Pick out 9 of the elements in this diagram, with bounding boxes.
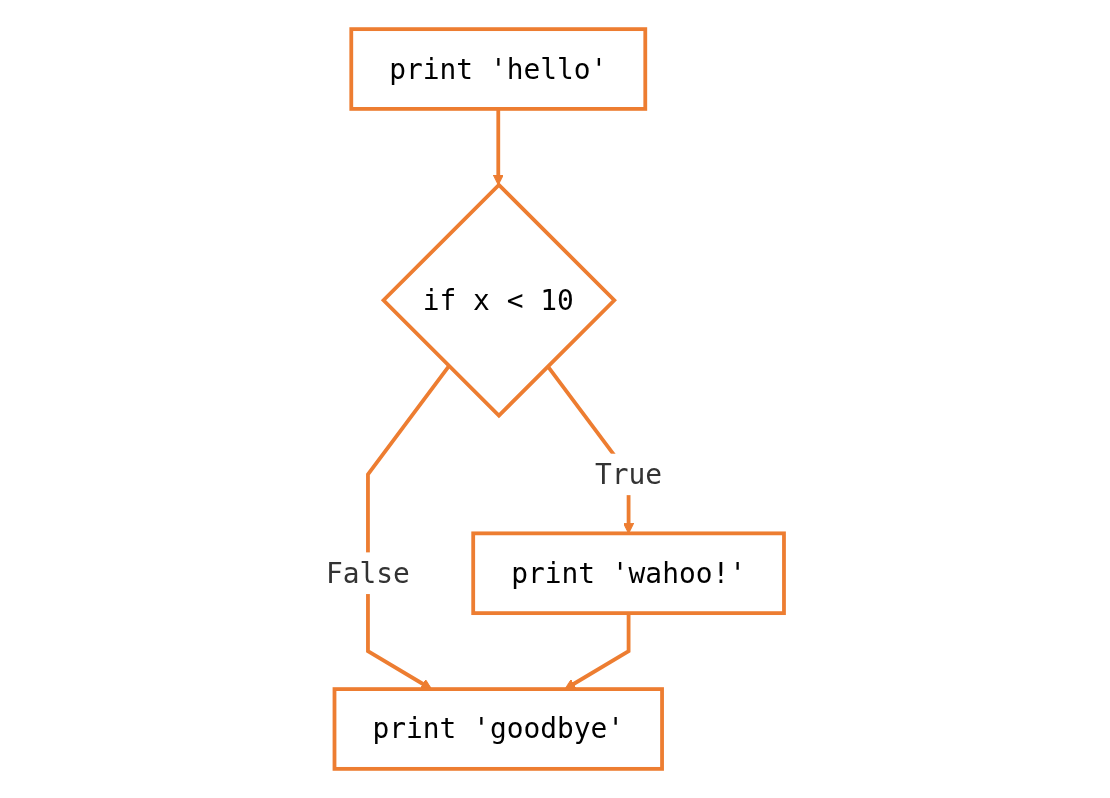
arrow bbox=[564, 613, 631, 690]
edge-label: False bbox=[326, 557, 410, 590]
arrow bbox=[492, 108, 504, 186]
node-box: print 'hello' bbox=[349, 27, 648, 111]
node-diamond: if x < 10 bbox=[380, 182, 617, 419]
arrow bbox=[366, 365, 451, 690]
node-box: print 'goodbye' bbox=[332, 687, 664, 771]
node-box: print 'wahoo!' bbox=[471, 531, 786, 616]
edge-label: True bbox=[595, 458, 663, 491]
